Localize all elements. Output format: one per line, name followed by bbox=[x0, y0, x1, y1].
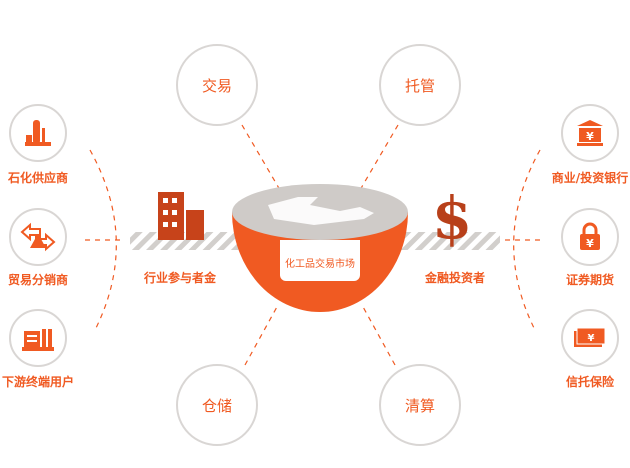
dollar-icon: $ bbox=[432, 184, 472, 252]
left-item-label: 下游终端用户 bbox=[1, 375, 75, 389]
right-item-label: 商业/投资银行 bbox=[551, 171, 629, 185]
service-trade[interactable]: 交易 bbox=[176, 44, 258, 126]
center-label: 化工品交易市场 bbox=[285, 259, 355, 270]
left-item-label: 石化供应商 bbox=[7, 171, 69, 185]
svg-text:¥: ¥ bbox=[586, 237, 594, 250]
banknote-icon: ¥ bbox=[561, 309, 619, 367]
service-custody[interactable]: 托管 bbox=[379, 44, 461, 126]
svg-text:¥: ¥ bbox=[588, 333, 595, 344]
trade-distributor-icon bbox=[9, 208, 67, 266]
bank-icon: ¥ bbox=[561, 104, 619, 162]
svg-text:¥: ¥ bbox=[586, 130, 594, 143]
right-group-label: 金融投资者 bbox=[424, 271, 486, 285]
right-item-label: 证券期货 bbox=[565, 273, 615, 287]
lock-icon: ¥ bbox=[561, 208, 619, 266]
service-storage[interactable]: 仓储 bbox=[176, 364, 258, 446]
right-item-label: 信托保险 bbox=[565, 375, 615, 389]
handshake-icon bbox=[268, 197, 374, 225]
left-item-label: 贸易分销商 bbox=[7, 273, 69, 287]
petrochem-supplier-icon bbox=[9, 104, 67, 162]
end-user-icon bbox=[9, 309, 67, 367]
left-group-label: 行业参与者金 bbox=[143, 271, 217, 285]
service-clearing[interactable]: 清算 bbox=[379, 364, 461, 446]
building-icon bbox=[158, 192, 204, 240]
